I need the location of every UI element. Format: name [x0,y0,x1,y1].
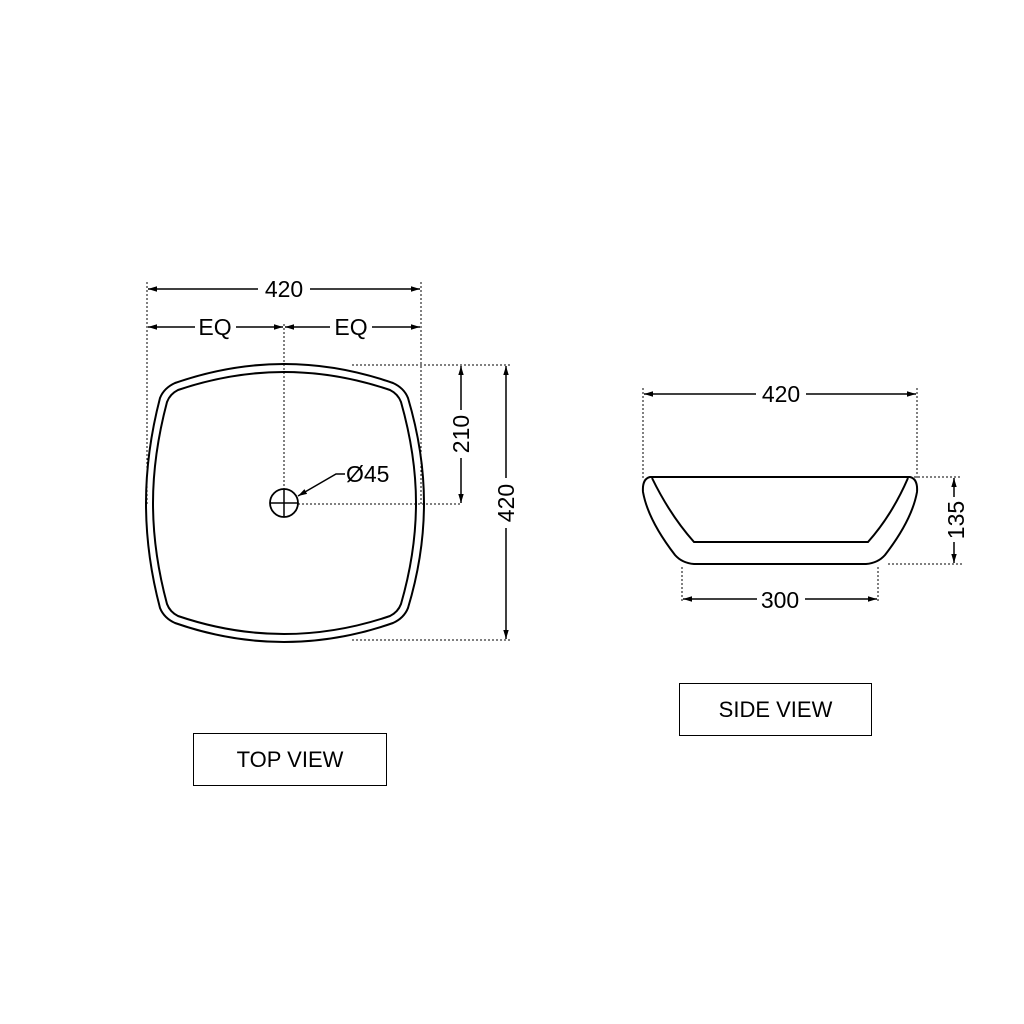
dim-drain-offset: 210 [448,366,474,503]
dim-side-height: 135 [943,478,969,563]
side-extension-lines [642,388,962,603]
dim-top-width: 420 [148,276,420,302]
dim-top-width-value: 420 [265,276,303,302]
drain-diameter-leader: Ø45 [297,461,389,497]
drain-hole [269,488,299,518]
dim-side-base: 300 [683,587,877,613]
side-view-label: SIDE VIEW [679,683,872,736]
basin-inner-outline [151,371,418,635]
dim-side-width-value: 420 [762,381,800,407]
top-view: 420 EQ EQ Ø45 210 [144,276,519,643]
top-view-label: TOP VIEW [193,733,387,786]
dim-side-height-value: 135 [943,501,969,539]
basin-outer-outline [144,363,426,643]
dim-eq-left: EQ [198,314,231,340]
side-view: 420 135 300 [641,381,969,613]
bowl-inner-profile [651,477,909,543]
dim-side-base-value: 300 [761,587,799,613]
drain-diameter-value: Ø45 [346,461,389,487]
bowl-outer-profile [641,476,919,565]
dim-top-depth: 420 [493,366,519,639]
dim-top-depth-value: 420 [493,484,519,522]
dim-side-width: 420 [644,381,916,407]
dim-top-eq: EQ EQ [148,314,420,340]
dim-drain-offset-value: 210 [448,415,474,453]
dim-eq-right: EQ [334,314,367,340]
